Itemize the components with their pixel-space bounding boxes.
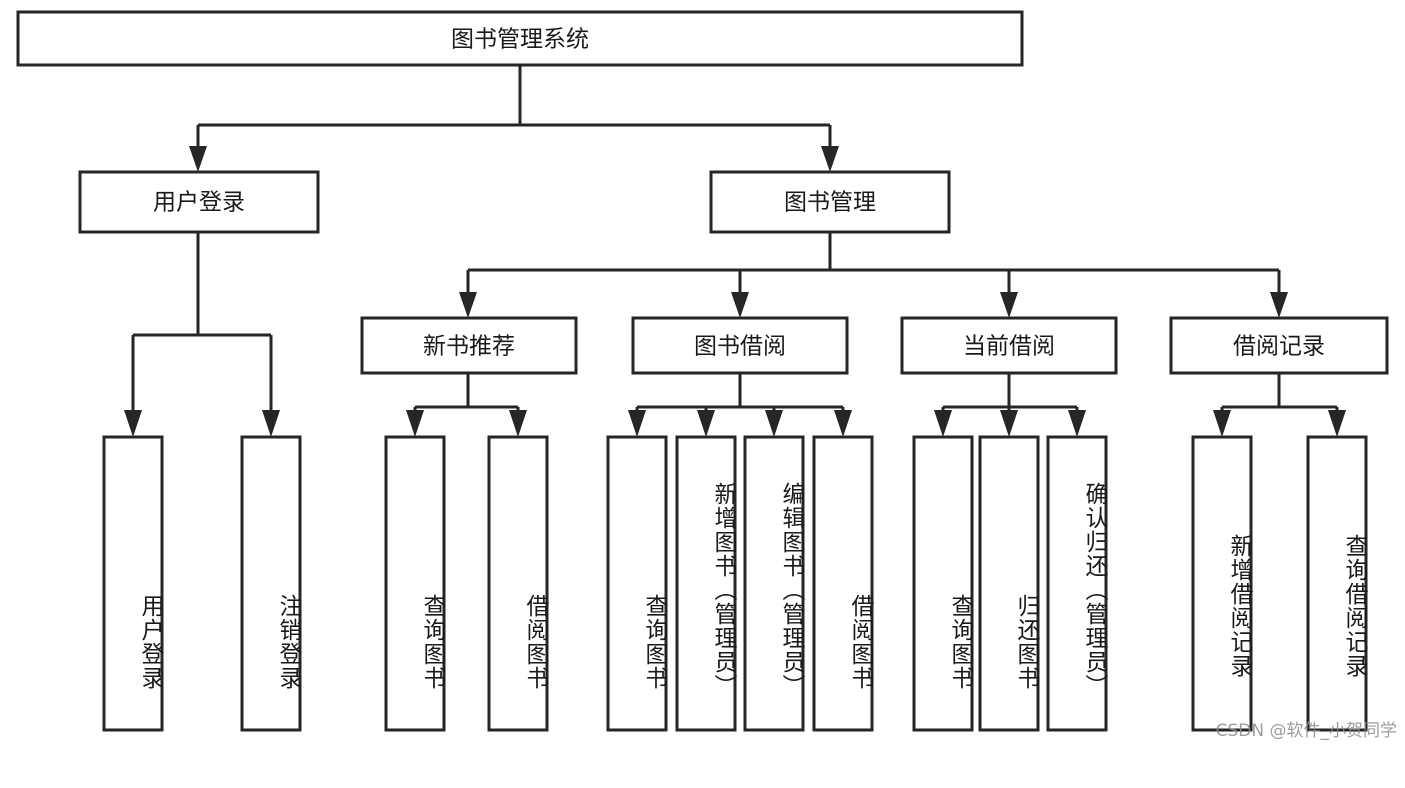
arrow-head-nb-2 bbox=[509, 410, 527, 437]
node-box-user-login[interactable] bbox=[78, 170, 320, 234]
arrow-head-bm-1 bbox=[459, 292, 477, 318]
node-label-borrow-records: 借阅记录 bbox=[1233, 334, 1325, 360]
node-label-root: 图书管理系统 bbox=[451, 27, 589, 53]
arrow-head-bm-2 bbox=[731, 292, 749, 318]
node-box-leaf-new-book-1[interactable] bbox=[487, 435, 549, 732]
arrow-head-bb-4 bbox=[834, 410, 852, 437]
node-box-leaf-current-borrow-2[interactable] bbox=[1046, 435, 1108, 732]
arrow-head-bb-2 bbox=[697, 410, 715, 437]
connector-group-book-mgmt bbox=[459, 232, 1288, 318]
arrow-head-ul-1 bbox=[124, 410, 142, 437]
node-box-root[interactable] bbox=[16, 10, 1024, 67]
node-box-book-borrow[interactable] bbox=[631, 316, 849, 375]
connector-group-borrow-records bbox=[1213, 373, 1346, 437]
connector-group-root bbox=[189, 65, 839, 172]
node-box-leaf-current-borrow-0[interactable] bbox=[912, 435, 974, 732]
node-box-leaf-borrow-records-0[interactable] bbox=[1191, 435, 1253, 732]
arrow-head-bm-4 bbox=[1270, 292, 1288, 318]
node-box-leaf-user-login-1[interactable] bbox=[240, 435, 302, 732]
node-box-borrow-records[interactable] bbox=[1169, 316, 1389, 375]
watermark-text: CSDN @软件_小贺同学 bbox=[1215, 721, 1397, 741]
connector-group-current-borrow bbox=[934, 373, 1086, 437]
flowchart-diagram: 图书管理系统 用户登录 图书管理 新书推荐 图书借阅 当前借阅 借阅记录 用户登… bbox=[16, 10, 1397, 741]
arrow-head-cb-2 bbox=[1000, 410, 1018, 437]
node-label-current-borrow: 当前借阅 bbox=[963, 334, 1055, 360]
node-box-leaf-borrow-records-1[interactable] bbox=[1306, 435, 1368, 732]
connector-group-new-book bbox=[406, 373, 527, 437]
node-label-user-login: 用户登录 bbox=[153, 190, 245, 216]
node-label-book-borrow: 图书借阅 bbox=[694, 334, 786, 360]
node-box-leaf-user-login-0[interactable] bbox=[102, 435, 164, 732]
arrow-head-cb-3 bbox=[1068, 410, 1086, 437]
connector-group-user-login bbox=[124, 232, 280, 437]
node-box-new-book-recommend[interactable] bbox=[360, 316, 578, 375]
node-box-leaf-current-borrow-1[interactable] bbox=[978, 435, 1040, 732]
node-box-book-management[interactable] bbox=[709, 170, 951, 234]
arrow-head-cb-1 bbox=[934, 410, 952, 437]
arrow-head-root-2 bbox=[821, 146, 839, 172]
arrow-head-br-1 bbox=[1213, 410, 1231, 437]
arrow-head-nb-1 bbox=[406, 410, 424, 437]
node-label-new-book-recommend: 新书推荐 bbox=[423, 334, 515, 360]
node-box-current-borrow[interactable] bbox=[900, 316, 1118, 375]
arrow-head-bm-3 bbox=[1000, 292, 1018, 318]
arrow-head-ul-2 bbox=[262, 410, 280, 437]
arrow-head-bb-1 bbox=[628, 410, 646, 437]
node-box-leaf-book-borrow-0[interactable] bbox=[606, 435, 668, 732]
connector-group-book-borrow bbox=[628, 373, 852, 437]
arrow-head-root-1 bbox=[189, 146, 207, 172]
node-box-leaf-book-borrow-3[interactable] bbox=[812, 435, 874, 732]
node-label-book-management: 图书管理 bbox=[784, 190, 876, 216]
tree-svg-canvas: 图书管理系统 用户登录 图书管理 新书推荐 图书借阅 当前借阅 借阅记录 bbox=[16, 10, 1389, 732]
node-box-leaf-book-borrow-1[interactable] bbox=[675, 435, 737, 732]
node-box-leaf-new-book-0[interactable] bbox=[384, 435, 446, 732]
node-box-leaf-book-borrow-2[interactable] bbox=[743, 435, 805, 732]
arrow-head-bb-3 bbox=[765, 410, 783, 437]
arrow-head-br-2 bbox=[1328, 410, 1346, 437]
